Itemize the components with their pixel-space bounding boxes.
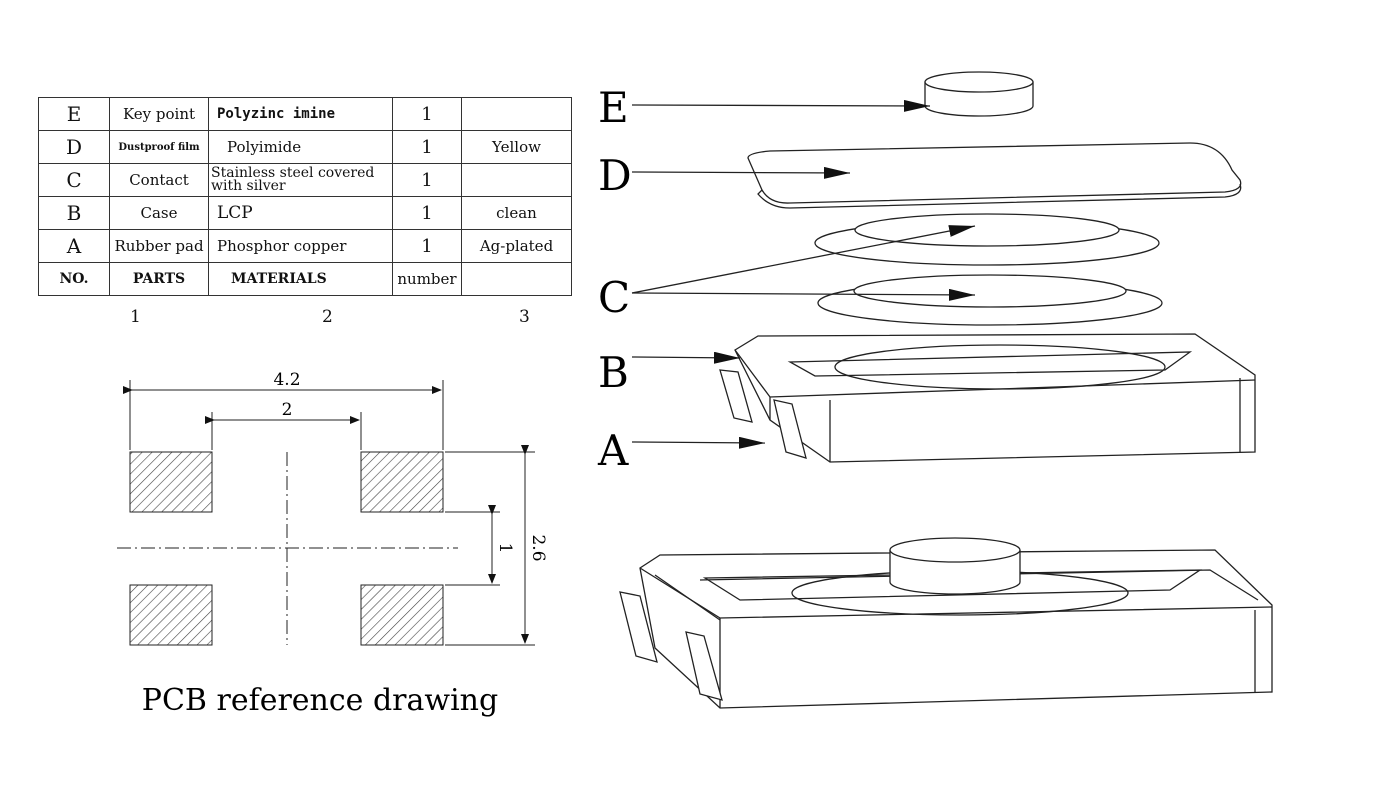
row-number: 1: [392, 229, 462, 263]
leader-arrow-e: [631, 99, 931, 112]
table-row: E Key point Polyzinc imine 1: [38, 97, 572, 131]
label-a: A: [597, 426, 629, 475]
dustproof-film-part: [747, 142, 1242, 209]
row-no: D: [38, 130, 110, 164]
label-e: E: [598, 83, 629, 132]
leader-arrow-a: [631, 436, 766, 449]
row-part: Key point: [109, 97, 209, 131]
row-no: E: [38, 97, 110, 131]
row-material: LCP: [208, 196, 393, 230]
row-material: Polyimide: [208, 130, 393, 164]
header-number: number: [392, 262, 462, 296]
leader-arrow-c-lower: [631, 288, 976, 301]
label-c: C: [598, 273, 630, 322]
header-parts: PARTS: [109, 262, 209, 296]
dimension-label-pad-gap: 1: [495, 543, 515, 554]
table-row: C Contact Stainless steel covered with s…: [38, 163, 572, 197]
contact-part-upper: [814, 213, 1160, 266]
row-material: Phosphor copper: [208, 229, 393, 263]
column-number: 3: [519, 307, 530, 327]
header-materials: MATERIALS: [208, 262, 393, 296]
pad: [360, 584, 444, 646]
key-point-part: [924, 71, 1034, 117]
row-number: 1: [392, 130, 462, 164]
part-labels: E D C B A: [597, 83, 976, 475]
row-note: [461, 97, 572, 131]
pcb-caption: PCB reference drawing: [142, 683, 498, 718]
pad: [129, 584, 213, 646]
pad: [360, 451, 444, 513]
pcb-drawing: [117, 380, 535, 646]
leader-arrow-d: [631, 166, 851, 179]
header-note: [461, 262, 572, 296]
row-number: 1: [392, 196, 462, 230]
row-material: Stainless steel covered with silver: [208, 163, 393, 197]
dimension-label-gap: 2: [282, 400, 293, 420]
row-note: [461, 163, 572, 197]
row-note: Yellow: [461, 130, 572, 164]
pad: [129, 451, 213, 513]
dimension-label-width: 4.2: [273, 370, 300, 390]
label-d: D: [598, 151, 632, 200]
dimension-label-height: 2.6: [528, 534, 548, 561]
label-b: B: [598, 348, 629, 397]
leader-arrow-b: [631, 351, 741, 364]
row-note: Ag-plated: [461, 229, 572, 263]
table-row: D Dustproof film Polyimide 1 Yellow: [38, 130, 572, 164]
table-row: A Rubber pad Phosphor copper 1 Ag-plated: [38, 229, 572, 263]
column-number: 2: [322, 307, 333, 327]
row-part: Dustproof film: [109, 130, 209, 164]
row-number: 1: [392, 97, 462, 131]
table-row: B Case LCP 1 clean: [38, 196, 572, 230]
leader-arrow-c-upper: [631, 225, 976, 294]
row-part: Case: [109, 196, 209, 230]
row-no: C: [38, 163, 110, 197]
assembled-switch: [619, 537, 1273, 709]
row-part: Rubber pad: [109, 229, 209, 263]
column-number: 1: [130, 307, 141, 327]
contact-part-lower: [817, 274, 1163, 326]
bom-table: E Key point Polyzinc imine 1 D Dustproof…: [38, 97, 572, 296]
exploded-view: [719, 71, 1256, 463]
case-part: [719, 333, 1256, 463]
table-header-row: NO. PARTS MATERIALS number: [38, 262, 572, 296]
